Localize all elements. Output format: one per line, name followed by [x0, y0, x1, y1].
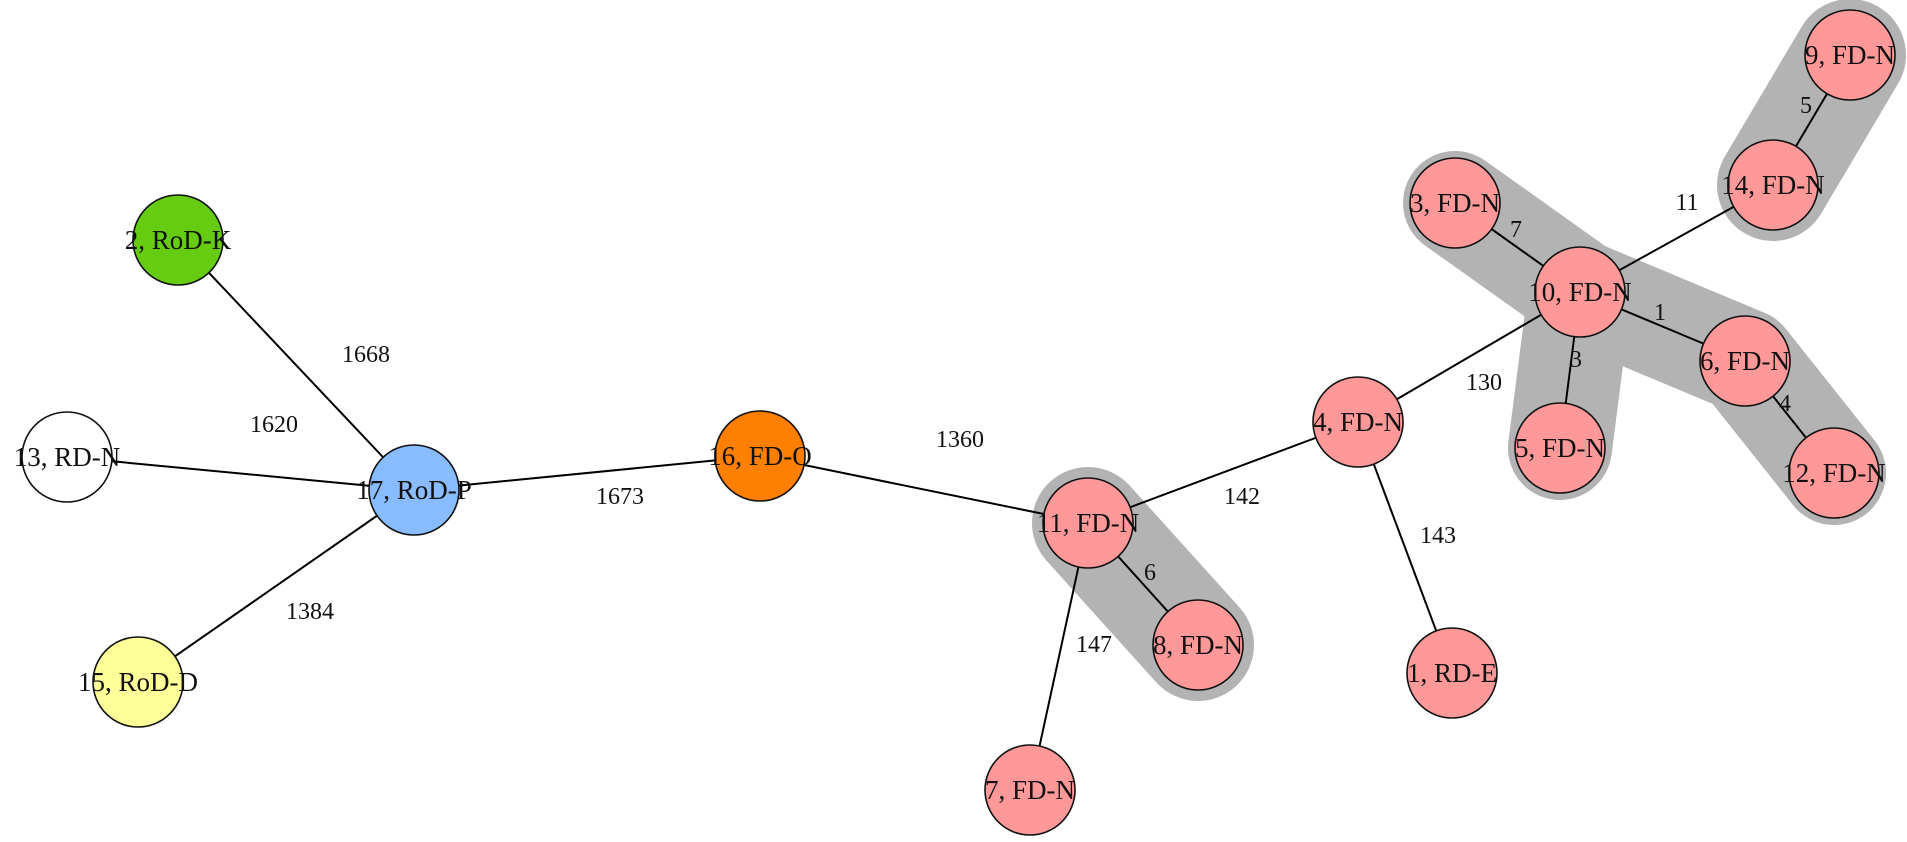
- node-14[interactable]: 14, FD-N: [1721, 139, 1825, 231]
- node-circle-2: [132, 194, 224, 286]
- node-2[interactable]: 2, RoD-K: [125, 194, 232, 286]
- edge-15-17: [137, 489, 415, 683]
- nodes-layer: 1, RD-E 2, RoD-K 3, FD-N 4, FD-N 5, FD-N 6, F…: [14, 9, 1896, 836]
- edge-11-4: [1087, 421, 1359, 524]
- node-7[interactable]: 7, FD-N: [984, 744, 1076, 836]
- edge-label-10-14: 11: [1675, 190, 1698, 216]
- node-circle-13: [21, 411, 113, 503]
- edge-label-10-6: 1: [1654, 300, 1666, 326]
- node-circle-9: [1804, 9, 1896, 101]
- node-1[interactable]: 1, RD-E: [1406, 627, 1498, 719]
- edge-16-11: [759, 455, 1089, 524]
- node-label-15: 15, RoD-D: [78, 667, 198, 697]
- node-label-14: 14, FD-N: [1721, 170, 1825, 200]
- node-label-1: 1, RD-E: [1407, 658, 1497, 688]
- edge-label-13-17: 1620: [250, 412, 298, 438]
- edge-label-2-17: 1668: [342, 342, 390, 368]
- node-circle-11: [1042, 477, 1134, 569]
- edge-13-17: [66, 456, 415, 491]
- node-label-13: 13, RD-N: [14, 442, 121, 472]
- node-circle-3: [1409, 157, 1501, 249]
- node-circle-1: [1406, 627, 1498, 719]
- edge-label-6-12: 4: [1779, 391, 1791, 417]
- node-circle-14: [1727, 139, 1819, 231]
- edge-label-15-17: 1384: [286, 599, 334, 625]
- edge-labels-layer: 1668 1620 1384 1673 1360 142 6 147 143 130 7 3 1 4 11 5: [250, 93, 1812, 658]
- node-11[interactable]: 11, FD-N: [1037, 477, 1140, 569]
- edge-label-11-4: 142: [1224, 484, 1260, 510]
- edge-label-4-10: 130: [1466, 370, 1502, 396]
- edge-label-17-16: 1673: [596, 484, 644, 510]
- node-17[interactable]: 17, RoD-P: [356, 444, 472, 536]
- node-circle-8: [1152, 599, 1244, 691]
- node-label-5: 5, FD-N: [1515, 433, 1605, 463]
- node-circle-12: [1788, 427, 1880, 519]
- node-8[interactable]: 8, FD-N: [1152, 599, 1244, 691]
- edge-label-11-7: 147: [1076, 632, 1112, 658]
- node-label-9: 9, FD-N: [1805, 40, 1895, 70]
- node-10[interactable]: 10, FD-N: [1528, 246, 1632, 338]
- edge-2-17: [177, 239, 415, 491]
- node-16[interactable]: 16, FD-O: [708, 410, 812, 502]
- node-circle-6: [1699, 315, 1791, 407]
- node-3[interactable]: 3, FD-N: [1409, 157, 1501, 249]
- node-circle-10: [1534, 246, 1626, 338]
- node-circle-5: [1514, 402, 1606, 494]
- node-label-6: 6, FD-N: [1700, 346, 1790, 376]
- edge-label-4-1: 143: [1420, 523, 1456, 549]
- node-5[interactable]: 5, FD-N: [1514, 402, 1606, 494]
- node-label-3: 3, FD-N: [1410, 188, 1500, 218]
- node-15[interactable]: 15, RoD-D: [78, 636, 198, 728]
- node-circle-4: [1312, 376, 1404, 468]
- node-circle-7: [984, 744, 1076, 836]
- node-label-16: 16, FD-O: [708, 441, 812, 471]
- node-13[interactable]: 13, RD-N: [14, 411, 121, 503]
- node-label-17: 17, RoD-P: [356, 475, 472, 505]
- edge-label-11-8: 6: [1144, 560, 1156, 586]
- node-label-11: 11, FD-N: [1037, 508, 1140, 538]
- node-4[interactable]: 4, FD-N: [1312, 376, 1404, 468]
- node-label-4: 4, FD-N: [1313, 407, 1403, 437]
- node-label-2: 2, RoD-K: [125, 225, 232, 255]
- node-label-8: 8, FD-N: [1153, 630, 1243, 660]
- node-9[interactable]: 9, FD-N: [1804, 9, 1896, 101]
- node-label-12: 12, FD-N: [1782, 458, 1886, 488]
- node-circle-17: [368, 444, 460, 536]
- node-circle-16: [714, 410, 806, 502]
- node-label-7: 7, FD-N: [985, 775, 1075, 805]
- node-12[interactable]: 12, FD-N: [1782, 427, 1886, 519]
- edge-17-16: [413, 455, 761, 491]
- edge-label-16-11: 1360: [936, 427, 984, 453]
- edge-label-10-5: 3: [1570, 347, 1582, 373]
- edge-label-14-9: 5: [1800, 93, 1812, 119]
- edge-label-10-3: 7: [1510, 217, 1522, 243]
- node-6[interactable]: 6, FD-N: [1699, 315, 1791, 407]
- node-label-10: 10, FD-N: [1528, 277, 1632, 307]
- node-circle-15: [92, 636, 184, 728]
